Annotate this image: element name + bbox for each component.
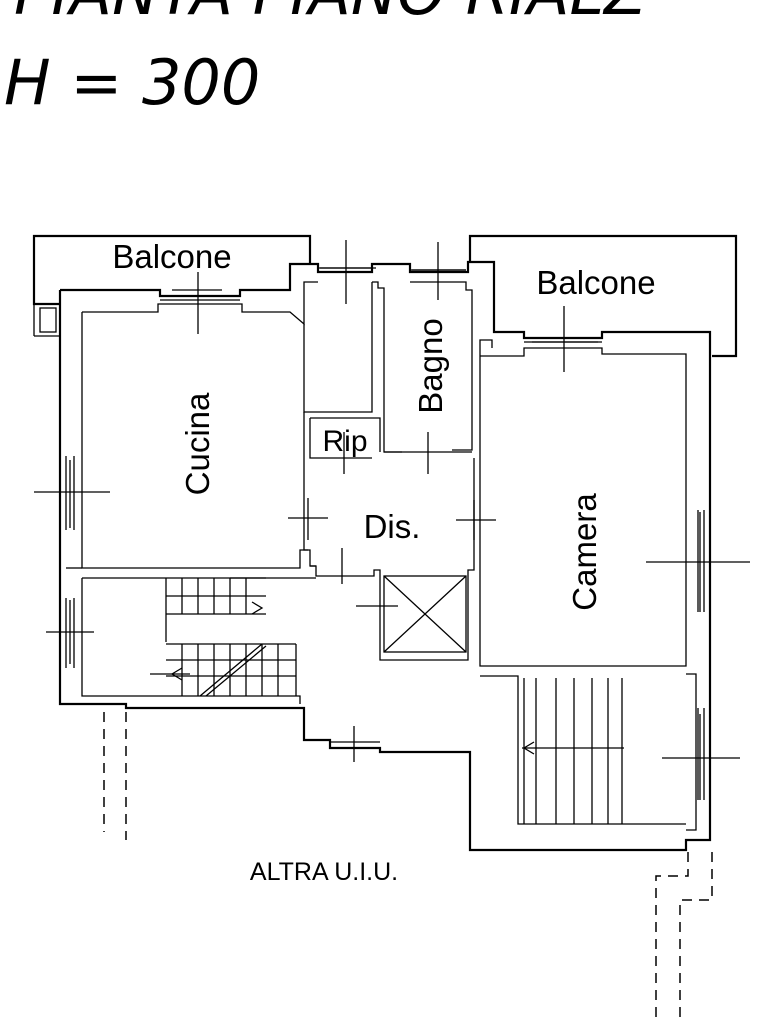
stair-lower-left <box>150 643 297 697</box>
label-camera: Camera <box>566 493 603 611</box>
label-altra-uiu: ALTRA U.I.U. <box>250 858 398 886</box>
label-dis: Dis. <box>364 508 421 545</box>
left-balcony <box>32 234 312 337</box>
label-balcone-right: Balcone <box>536 264 655 301</box>
outer-walls <box>58 260 712 852</box>
height-label: H = 300 <box>4 46 260 119</box>
stair-upper-left <box>165 577 266 642</box>
label-balcone-left: Balcone <box>112 238 231 275</box>
dashed-boundaries <box>103 712 713 1020</box>
crosshair-markers <box>34 240 750 800</box>
label-cucina: Cucina <box>179 392 216 495</box>
interior-walls <box>66 282 475 661</box>
plan-title: PIANTA PIANO RIALZ <box>14 0 648 29</box>
label-rip: Rip <box>322 425 367 458</box>
label-bagno: Bagno <box>412 318 449 413</box>
lift-shaft <box>383 575 467 653</box>
right-balcony <box>468 234 738 358</box>
stair-right <box>522 678 624 824</box>
